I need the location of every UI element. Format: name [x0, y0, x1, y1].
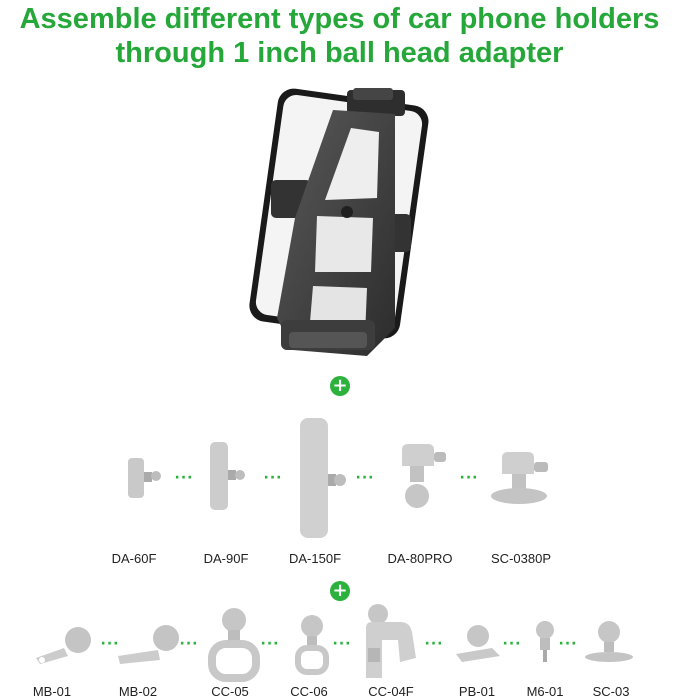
separator-6: ···: [179, 636, 199, 652]
label-cc-04f: CC-04F: [368, 684, 414, 699]
label-m6-01: M6-01: [526, 684, 564, 699]
cc-06-image: [295, 615, 329, 675]
mb-02-image: [118, 625, 179, 664]
separator-2: ···: [263, 470, 283, 486]
separator-1: ···: [174, 470, 194, 486]
da-60f-image: [128, 458, 161, 498]
label-sc-0380p: SC-0380P: [491, 551, 551, 566]
separator-7: ···: [260, 636, 280, 652]
da-150f-image: [300, 418, 346, 538]
label-da-90f: DA-90F: [203, 551, 249, 566]
plus-icon-1: +: [330, 376, 350, 396]
separator-11: ···: [558, 636, 578, 652]
separator-3: ···: [355, 470, 375, 486]
label-cc-05: CC-05: [211, 684, 249, 699]
m6-01-image: [536, 621, 554, 662]
label-da-80pro: DA-80PRO: [387, 551, 453, 566]
label-da-60f: DA-60F: [111, 551, 157, 566]
da-80pro-image: [402, 444, 446, 508]
headline-line-1: Assemble different types of car phone ho…: [19, 3, 660, 35]
label-mb-01: MB-01: [32, 684, 72, 699]
separator-8: ···: [332, 636, 352, 652]
sc-03-image: [585, 621, 633, 662]
separator-5: ···: [100, 636, 120, 652]
label-mb-02: MB-02: [118, 684, 158, 699]
cc-04f-image: [366, 604, 416, 678]
pb-01-image: [456, 625, 500, 662]
label-sc-03: SC-03: [592, 684, 630, 699]
separator-10: ···: [502, 636, 522, 652]
label-cc-06: CC-06: [290, 684, 328, 699]
separator-4: ···: [459, 470, 479, 486]
mb-01-image: [36, 627, 91, 664]
headline-line-2: through 1 inch ball head adapter: [115, 37, 564, 69]
da-90f-image: [210, 442, 245, 510]
plus-icon-2: +: [330, 581, 350, 601]
label-da-150f: DA-150F: [288, 551, 342, 566]
cc-05-image: [208, 608, 260, 682]
phone-holder-image: [249, 88, 429, 356]
separator-9: ···: [424, 636, 444, 652]
sc-0380p-image: [491, 452, 548, 504]
label-pb-01: PB-01: [458, 684, 496, 699]
